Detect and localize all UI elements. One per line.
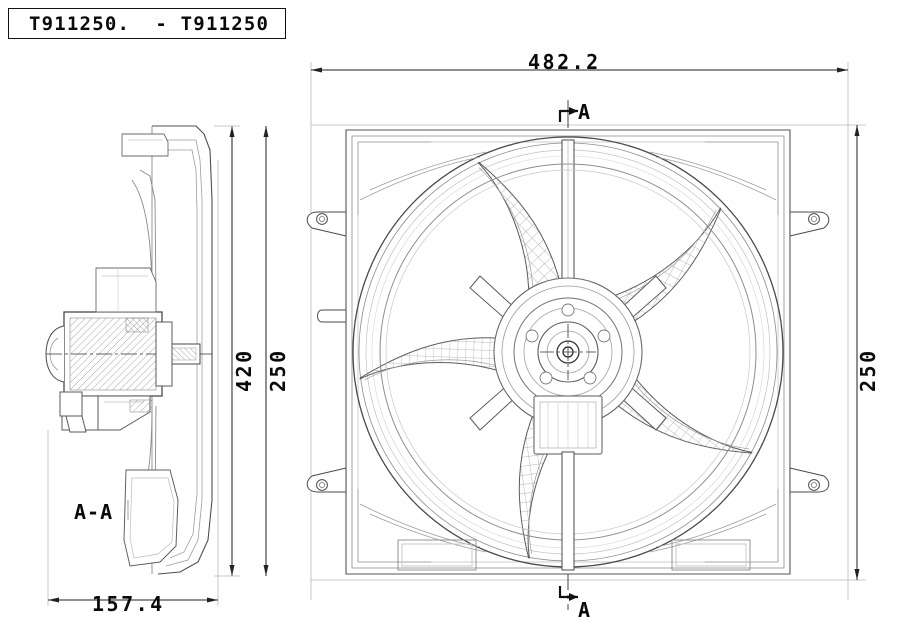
fan-hub-motor [469,275,667,571]
part-number-label: T911250. - T911250 [29,12,270,35]
section-arrow-label-top: A [578,100,591,124]
section-view-label: A-A [74,500,114,524]
dimension-depth [47,160,219,606]
mounting-lug [306,211,347,237]
dimension-height-left [263,126,269,576]
section-arrow-label-bottom: A [578,598,591,622]
section-view-a-a [45,125,213,575]
mounting-lug [789,467,830,493]
bottom-foot [397,539,751,571]
side-tab [317,309,347,323]
dimension-height-right [311,124,866,581]
dimension-label-fan-diameter: 420 [232,348,256,392]
dimension-label-height-left: 250 [266,348,290,392]
dimension-overall-width [310,62,849,600]
dimension-label-overall-width: 482.2 [528,50,601,74]
mounting-lug [789,211,830,237]
dimension-label-depth: 157.4 [92,592,165,616]
dimension-label-height-right: 250 [856,348,880,392]
title-block: T911250. - T911250 [8,8,286,39]
mounting-lug [306,467,347,493]
